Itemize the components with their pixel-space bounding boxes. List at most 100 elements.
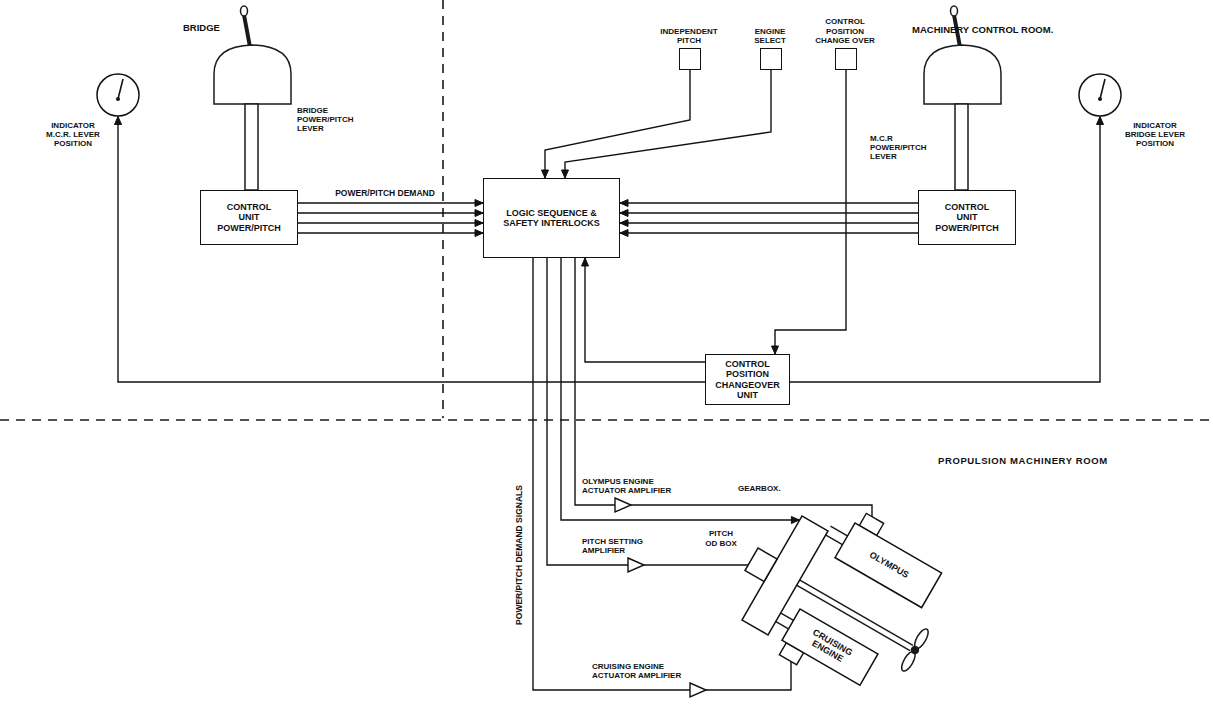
control-unit-box: CONTROL UNIT POWER/PITCH (200, 190, 298, 245)
dial-needle (1100, 79, 1105, 99)
signal-wire (620, 232, 918, 233)
triangle-outline (628, 558, 644, 572)
arrow-head (475, 230, 483, 237)
propeller-hub (910, 645, 920, 655)
node-label: ENGINE SELECT (739, 27, 801, 45)
signal-wire (547, 258, 628, 565)
node-label: CRUISING ENGINE ACTUATOR AMPLIFIER (592, 662, 692, 680)
signal-line (298, 200, 483, 237)
signal-wire (533, 258, 690, 690)
region-label: MACHINERY CONTROL ROOM. (912, 25, 1053, 36)
indicator-dial: INDICATOR M.C.R. LEVER POSITION (96, 73, 140, 117)
part-label: BRIDGE POWER/PITCH LEVER (297, 106, 359, 134)
signal-line (533, 258, 690, 690)
signal-wire (585, 258, 705, 362)
node-label: CONTROL POSITION CHANGEOVER UNIT (712, 359, 783, 400)
divider-line (0, 419, 1213, 421)
part-label: M.C.R POWER/PITCH LEVER (870, 134, 932, 162)
lever-stem (245, 104, 258, 190)
signal-line (790, 117, 1104, 383)
triangle-outline (615, 498, 631, 512)
signal-wire (620, 222, 918, 223)
indicator-dial: INDICATOR BRIDGE LEVER POSITION (1078, 73, 1122, 117)
signal-wire (561, 258, 799, 520)
amplifier-triangle-outline (615, 498, 631, 512)
block-outline (745, 548, 777, 582)
rotated-outline (835, 511, 949, 608)
dial-ring (97, 74, 139, 116)
amplifier-triangle-outline (628, 558, 644, 572)
bridge-lever (214, 6, 291, 190)
region-label: PROPULSION MACHINERY ROOM (938, 456, 1108, 467)
amplifier-triangle: PITCH SETTING AMPLIFIER (628, 558, 644, 572)
signal-line (620, 200, 918, 237)
rotated-outline (742, 516, 828, 635)
changeover-box: CONTROL POSITION CHANGEOVER UNIT (705, 354, 790, 405)
node-label: LOGIC SEQUENCE & SAFETY INTERLOCKS (492, 208, 611, 229)
node-label: CONTROL POSITION CHANGE OVER (814, 17, 876, 45)
signal-line (582, 258, 706, 362)
signal-wire (565, 70, 771, 178)
node-label: GEARBOX. (738, 484, 781, 493)
signal-line (547, 258, 628, 565)
lever-knob (951, 6, 958, 16)
arrow-head (475, 200, 483, 207)
indicator-dial-outline (1078, 73, 1122, 117)
logic-box: LOGIC SEQUENCE & SAFETY INTERLOCKS (483, 178, 620, 258)
arrow-head (620, 210, 628, 217)
node-label: PITCH SETTING AMPLIFIER (582, 537, 662, 555)
signal-label: POWER/PITCH DEMAND SIGNALS (515, 483, 525, 627)
pitch-od-box-outline (745, 548, 777, 582)
node-label: OLYMPUS ENGINE ACTUATOR AMPLIFIER (582, 477, 682, 495)
signal-wire (631, 505, 872, 533)
signal-wire (620, 212, 918, 213)
arrow-head (475, 220, 483, 227)
signal-line (706, 645, 791, 690)
amplifier-triangle: CRUISING ENGINE ACTUATOR AMPLIFIER (690, 683, 706, 697)
arrow-head (620, 230, 628, 237)
signal-line (115, 117, 706, 383)
node-label: INDICATOR M.C.R. LEVER POSITION (40, 121, 106, 149)
switch-box: CONTROL POSITION CHANGE OVER (835, 48, 857, 70)
switch-box: ENGINE SELECT (760, 48, 782, 70)
node-label: INDICATOR BRIDGE LEVER POSITION (1122, 121, 1188, 149)
signal-wire (620, 202, 918, 203)
node-label: INDEPENDENT PITCH (658, 27, 720, 45)
arrow-head (1097, 117, 1104, 125)
signal-wire (775, 70, 846, 354)
signal-wire (790, 117, 1100, 383)
coupling-shaft (780, 613, 793, 621)
lever-housing (924, 45, 1001, 104)
rotated-outline (745, 548, 777, 582)
triangle-outline (690, 683, 706, 697)
block-outline (782, 609, 878, 685)
signal-wire (575, 258, 615, 505)
signal-wire (298, 202, 483, 203)
signal-wire (298, 212, 483, 213)
signal-line (561, 258, 799, 524)
coupling-shaft (830, 526, 847, 536)
arrow-head (582, 258, 589, 266)
node-label: PITCH OD BOX (703, 529, 739, 547)
rotated-outline (775, 609, 878, 697)
lever-knob (241, 6, 248, 16)
signal-line (772, 70, 847, 354)
node-label: CONTROL UNIT POWER/PITCH (934, 202, 1000, 233)
signal-line (631, 505, 872, 533)
lever-handle (244, 15, 250, 47)
arrow-head (542, 170, 549, 178)
lever-stem (955, 104, 968, 190)
signal-line (575, 258, 615, 505)
control-unit-box: CONTROL UNIT POWER/PITCH (918, 190, 1016, 245)
dial-needle (118, 79, 123, 99)
signal-wire (706, 645, 791, 690)
signal-wire (118, 117, 705, 383)
signal-wire (298, 222, 483, 223)
signal-wire (644, 564, 748, 565)
coupling-shaft (825, 535, 842, 545)
region-label: BRIDGE (183, 23, 220, 34)
